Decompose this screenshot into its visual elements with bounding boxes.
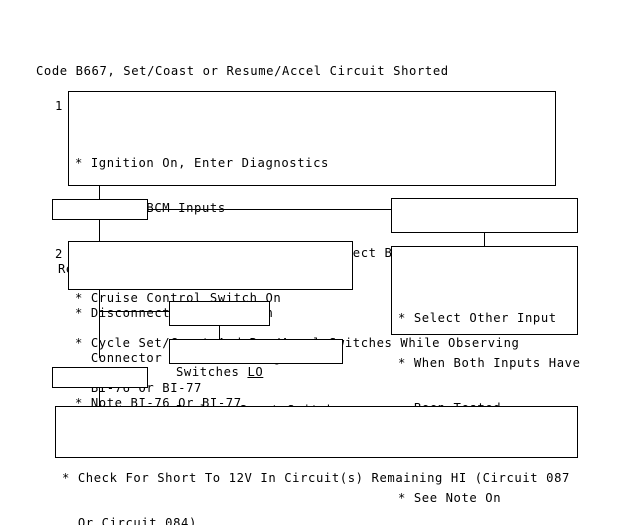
decision-remains-hi-1: Remains HI (52, 199, 148, 276)
connector-box2-to-switches-lo (99, 311, 169, 312)
connector-remains-hi-2-to-final (99, 388, 100, 406)
decision-switches-lo-to-hi: Switches LO To HI When Pressed (391, 198, 578, 320)
connector-switches-to-other-input (484, 232, 485, 246)
step-1-instructions-box: * Ignition On, Enter Diagnostics * Selec… (68, 91, 556, 395)
final-line-2: Or Circuit 084) (62, 516, 197, 525)
action-replace-smart-switch: Replace Smart Switch (169, 339, 343, 417)
final-line-1: * Check For Short To 12V In Circuit(s) R… (62, 471, 570, 485)
connector-switches-lo-to-replace (219, 326, 220, 339)
final-action-box: * Check For Short To 12V In Circuit(s) R… (55, 406, 578, 525)
switches-lo-text: Switches LO (176, 365, 265, 380)
other-input-line-5: * See Note On (398, 491, 502, 505)
step-2-instructions-box: * Disconnect Smart Switch Connector Unde… (68, 241, 353, 410)
connector-box1-to-remains-hi-1 (99, 185, 100, 201)
switches-lo-state-value: LO (247, 365, 264, 379)
decision-switches-lo: Switches LO (169, 301, 270, 379)
connector-remains-hi-1-to-switches (148, 209, 391, 210)
step-number-2: 2 (55, 247, 63, 261)
other-input-line-1: * Select Other Input (398, 311, 557, 325)
other-input-results-box: * Select Other Input * When Both Inputs … (391, 246, 580, 505)
switches-lo-prefix: Switches (176, 365, 248, 379)
page-title: Code B667, Set/Coast or Resume/Accel Cir… (36, 64, 449, 78)
other-input-line-2: * When Both Inputs Have (398, 356, 581, 370)
connector-box2-to-remains-hi-2 (99, 290, 100, 358)
connector-remains-hi-1-to-box2 (99, 220, 100, 242)
step-number-1: 1 (55, 99, 63, 113)
step-1-line-1: * Ignition On, Enter Diagnostics (75, 156, 329, 170)
decision-remains-hi-2: Remains HI (52, 367, 148, 444)
